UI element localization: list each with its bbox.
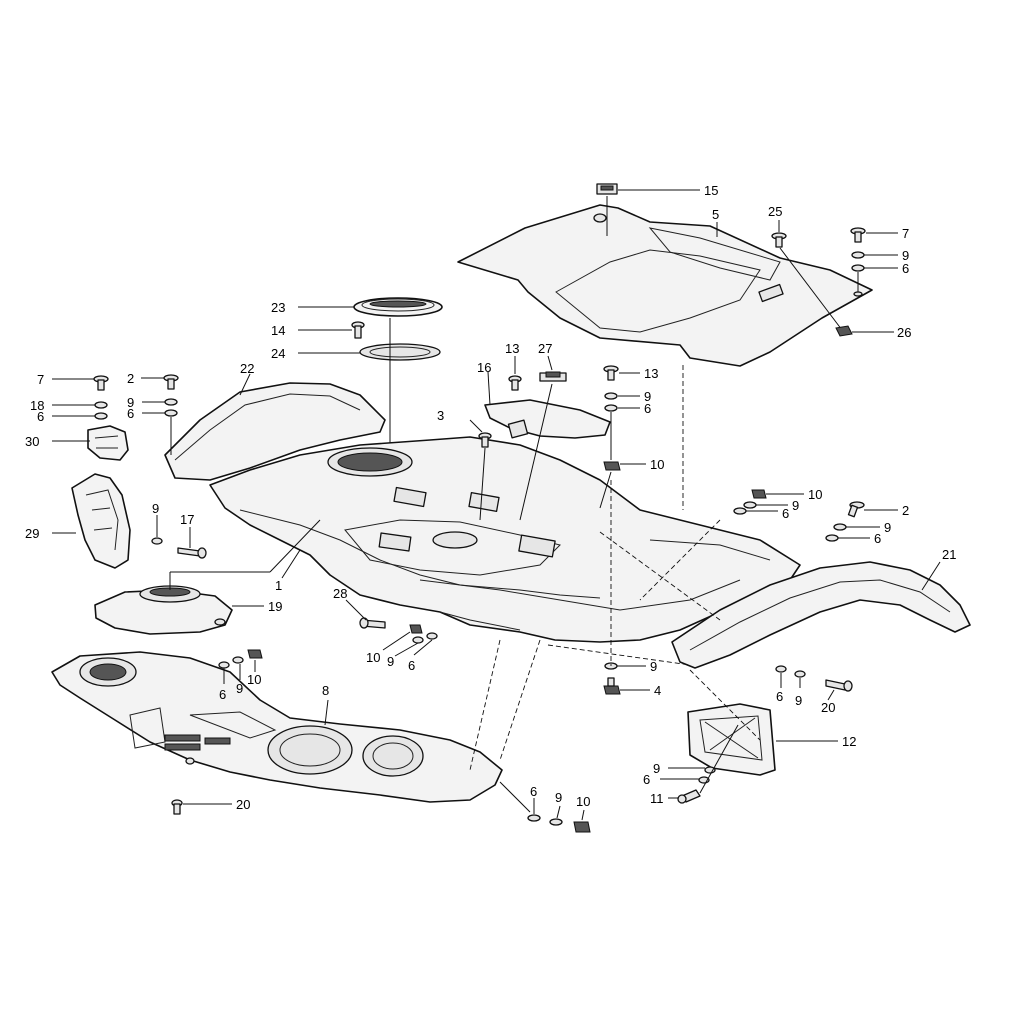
callout-9-dash: 9 [236,681,243,696]
callout-11: 11 [650,791,664,806]
screw-28 [359,617,386,629]
callout-16: 16 [477,360,491,375]
part-8-dashboard [51,651,503,803]
callout-13: 13 [505,341,519,356]
callout-6-12: 6 [643,772,650,787]
callout-14: 14 [271,323,285,338]
screw-17 [177,547,207,559]
callout-10-dash: 10 [247,672,261,687]
callout-6: 6 [902,261,909,276]
callout-29: 29 [25,526,39,541]
bolt-25 [771,232,787,248]
part-19-fuel-tank [94,585,233,635]
callout-7: 7 [902,226,909,241]
callout-19: 19 [268,599,282,614]
nut-26 [835,325,853,337]
part-21-right-fender [671,561,971,669]
part-16-bracket [484,399,611,439]
callout-3: 3 [437,408,444,423]
callout-9-29: 9 [152,501,159,516]
callout-6-bottom: 6 [530,784,537,799]
screw-13-right [599,365,621,509]
part-29-side-panel [71,473,131,569]
fastener-15 [596,183,618,236]
part-1-main-panel [209,436,801,643]
callout-17: 17 [180,512,194,527]
callout-25: 25 [768,204,782,219]
callout-9-center: 9 [387,654,394,669]
callout-20-right: 20 [821,700,835,715]
part-23-cap [353,297,443,317]
callout-6-right2: 6 [874,531,881,546]
callout-4: 4 [654,683,661,698]
callout-24: 24 [271,346,285,361]
callout-18: 18 [30,398,44,413]
callout-6-left-b: 6 [127,406,134,421]
callout-28: 28 [333,586,347,601]
fasteners-12 [677,724,739,804]
part-24-gasket [359,343,441,361]
callout-6-center: 6 [408,658,415,673]
callout-10-ru: 10 [808,487,822,502]
screw-14 [351,321,365,339]
part-30 [87,425,129,461]
callout-2-right: 2 [902,503,909,518]
callout-6-rb: 6 [776,689,783,704]
callout-7-left: 7 [37,372,44,387]
callout-9: 9 [902,248,909,263]
callout-12: 12 [842,734,856,749]
bolt-2-right [825,501,865,542]
callout-5: 5 [712,207,719,222]
part-22-left-fender [164,382,386,481]
bolt-2-left [163,374,179,455]
callout-6-left-a: 6 [37,409,44,424]
callout-9-rb: 9 [795,693,802,708]
bolt-4 [603,662,621,695]
clip-27 [539,371,567,382]
nut-10-right [733,489,767,515]
callout-21: 21 [942,547,956,562]
callout-9-bottom: 9 [555,790,562,805]
callout-6-ru: 6 [782,506,789,521]
callout-15: 15 [704,183,718,198]
callout-9-right2: 9 [884,520,891,535]
callout-9-left: 9 [127,395,134,410]
washer-9-left [151,537,163,545]
screw-20-bottom [171,799,183,815]
bolt-7-left [93,375,109,420]
callout-10-center: 10 [366,650,380,665]
screw-3 [478,432,492,521]
fasteners-center [409,624,438,644]
callout-6-dash: 6 [219,687,226,702]
callout-30: 30 [25,434,39,449]
callout-9-ru: 9 [792,498,799,513]
part-12-mudflap [687,703,776,776]
callout-27: 27 [538,341,552,356]
callout-1: 1 [275,578,282,593]
callout-8: 8 [322,683,329,698]
callouts: 15 5 25 7 9 6 26 23 14 24 13 27 13 [25,183,956,821]
callout-9-right: 9 [644,389,651,404]
callout-10: 10 [650,457,664,472]
callout-26: 26 [897,325,911,340]
callout-10-bottom: 10 [576,794,590,809]
screw-13-left [508,375,522,391]
callout-20-bottom: 20 [236,797,250,812]
fasteners-20-right [775,665,853,692]
callout-22: 22 [240,361,254,376]
callout-9-12: 9 [653,761,660,776]
fasteners-dash [218,649,263,669]
part-5-rear-cover [457,204,873,367]
callout-2-left: 2 [127,371,134,386]
callout-9-four: 9 [650,659,657,674]
callout-6-right: 6 [644,401,651,416]
callout-13-right: 13 [644,366,658,381]
fasteners-bottom [527,814,591,833]
callout-23: 23 [271,300,285,315]
